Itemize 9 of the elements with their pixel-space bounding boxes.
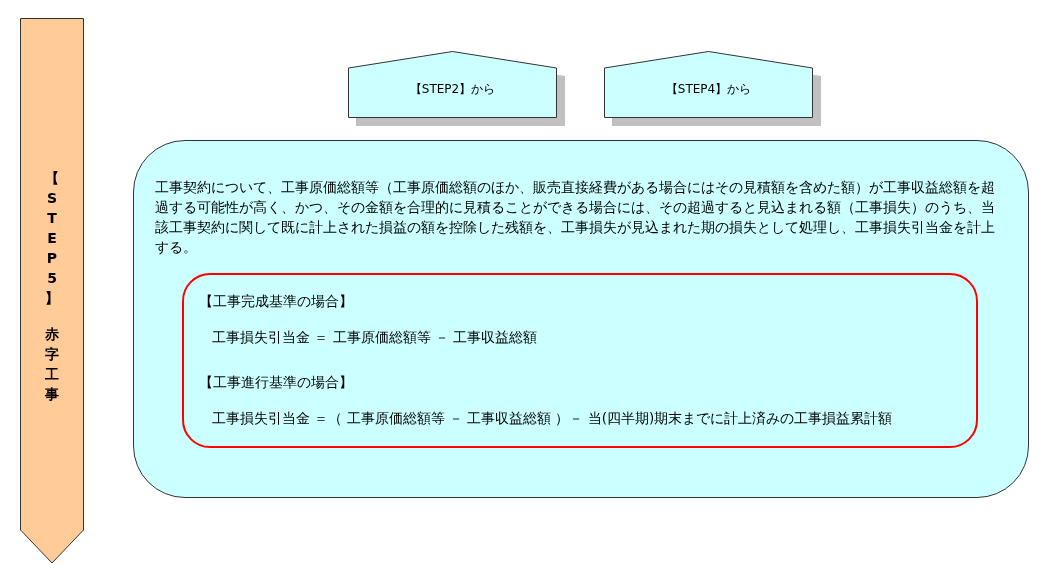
formula-text: 工事損失引当金 ＝（ 工事原価総額等 － 工事収益総額 ）－ 当(四半期)期末までに計上済みの工事損益累計額 xyxy=(212,409,893,428)
formula-text: 工事損失引当金 ＝ 工事原価総額等 － 工事収益総額 xyxy=(212,328,538,347)
case-heading: 【工事完成基準の場合】 xyxy=(199,292,353,311)
box-label: 【STEP4】から xyxy=(664,81,753,98)
case-heading: 【工事進行基準の場合】 xyxy=(199,373,353,392)
description-text: 工事契約について、工事原価総額等（工事原価総額のほか、販売直接経費がある場合にはその見積額を含めた額）が工事収益総額を超過する可能性が高く、かつ、その金額を合理的に見積ることができる場合には、その超過すると見込まれる額（工事損失）のうち、当該工事契約に関して既に計上された損益の額を控除した残額を、工事損失が見込まれた期の損失として処理し、工事損失引当金を計上する。 xyxy=(155,178,995,257)
step-title: 赤字工事 xyxy=(44,325,60,404)
step-label: 【STEP5】 xyxy=(44,169,60,308)
box-label: 【STEP2】から xyxy=(408,81,497,98)
